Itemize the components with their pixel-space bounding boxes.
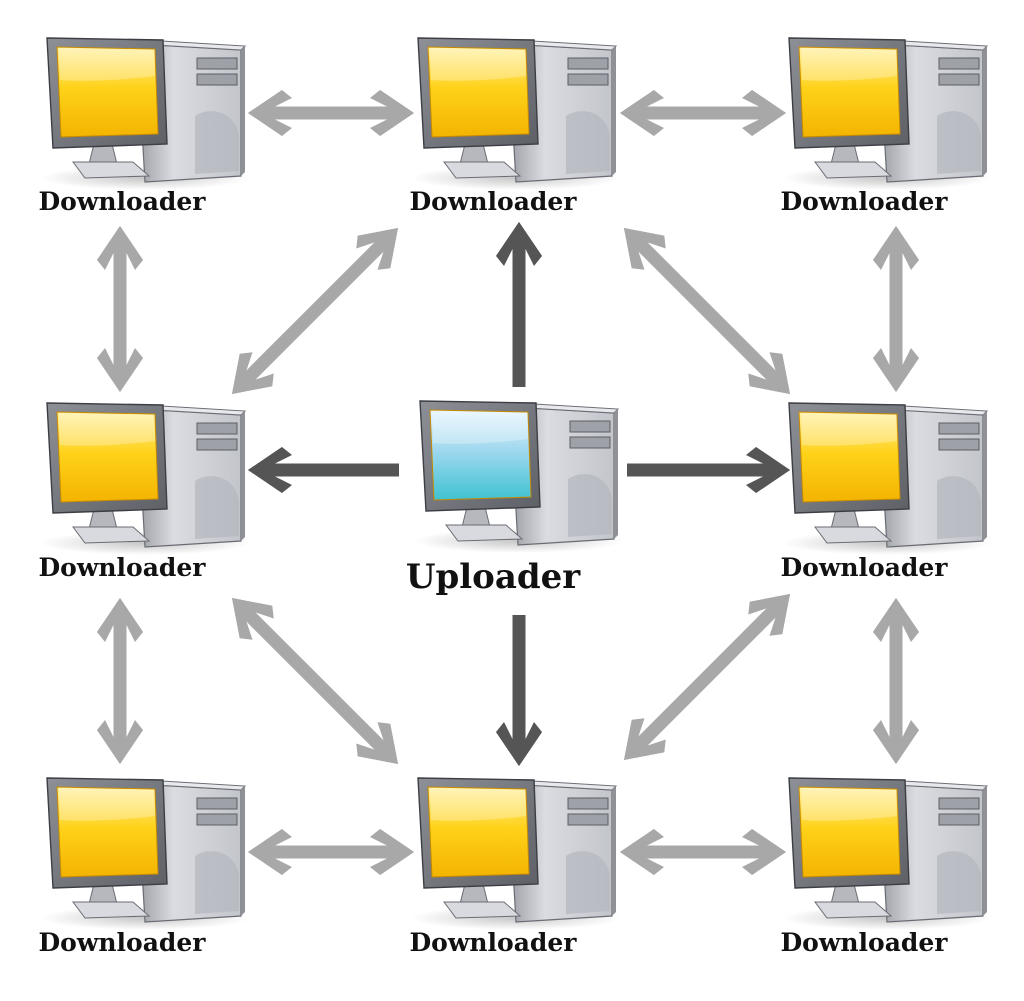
peer-arrow-d-bottom-left-to-d-bottom-center xyxy=(248,829,414,875)
downloader-node-d-bottom-right: Downloader xyxy=(781,777,992,957)
arrow-head xyxy=(496,222,542,266)
downloader-label: Downloader xyxy=(781,187,949,216)
peer-arrow-d-top-left-to-d-mid-left xyxy=(97,226,143,392)
upload-arrow-uploader-to-d-mid-right xyxy=(627,447,790,493)
connections xyxy=(97,90,919,875)
peer-arrow-d-mid-right-to-d-bottom-center xyxy=(624,594,790,760)
arrow-shaft xyxy=(645,845,761,859)
downloader-node-d-top-center: Downloader xyxy=(410,37,621,216)
peer-arrow-d-top-center-to-d-mid-left xyxy=(232,228,398,394)
upload-arrow-uploader-to-d-mid-left xyxy=(248,447,399,493)
downloader-label: Downloader xyxy=(781,553,949,582)
arrow-head xyxy=(370,90,414,136)
arrow-head xyxy=(873,226,919,270)
peer-arrow-d-top-right-to-d-mid-right xyxy=(873,226,919,392)
arrow-head xyxy=(232,352,274,394)
computer-icon xyxy=(40,777,250,930)
downloader-node-d-top-left: Downloader xyxy=(39,37,250,216)
arrow-head xyxy=(746,447,790,493)
arrow-head xyxy=(624,718,666,760)
arrow-shaft xyxy=(273,463,399,477)
peer-arrow-d-mid-left-to-d-bottom-left xyxy=(97,598,143,764)
computer-icon xyxy=(40,402,250,555)
arrow-head xyxy=(97,720,143,764)
downloader-label: Downloader xyxy=(410,928,578,957)
arrow-head xyxy=(742,90,786,136)
arrow-head xyxy=(356,228,398,270)
downloader-label: Downloader xyxy=(39,553,207,582)
arrow-head xyxy=(496,722,542,766)
arrow-head xyxy=(248,829,292,875)
arrow-shaft xyxy=(113,251,127,367)
peer-arrow-d-top-center-to-d-mid-right xyxy=(624,228,790,394)
computer-icon xyxy=(413,400,623,553)
arrow-shaft xyxy=(245,241,385,381)
uploader-label: Uploader xyxy=(406,557,581,597)
arrow-head xyxy=(232,598,274,640)
arrow-shaft xyxy=(273,845,389,859)
arrow-head xyxy=(620,829,664,875)
computer-icon xyxy=(782,777,992,930)
arrow-shaft xyxy=(889,251,903,367)
upload-arrow-uploader-to-d-bottom-center xyxy=(496,615,542,766)
arrow-shaft xyxy=(889,623,903,739)
arrow-shaft xyxy=(512,247,526,387)
arrow-shaft xyxy=(637,607,777,747)
arrow-head xyxy=(248,90,292,136)
downloader-label: Downloader xyxy=(39,928,207,957)
computer-icon xyxy=(782,402,992,555)
arrow-head xyxy=(742,829,786,875)
computer-icon xyxy=(40,37,250,190)
arrow-head xyxy=(873,720,919,764)
arrow-head xyxy=(248,447,292,493)
arrow-shaft xyxy=(113,623,127,739)
arrow-head xyxy=(370,829,414,875)
arrow-shaft xyxy=(512,615,526,741)
downloader-node-d-bottom-left: Downloader xyxy=(39,777,250,957)
peer-arrow-d-mid-right-to-d-bottom-right xyxy=(873,598,919,764)
computer-icon xyxy=(782,37,992,190)
arrow-head xyxy=(873,348,919,392)
uploader-node: Uploader xyxy=(406,400,623,597)
peer-arrow-d-bottom-center-to-d-bottom-right xyxy=(620,829,786,875)
arrow-shaft xyxy=(273,106,389,120)
downloader-node-d-mid-left: Downloader xyxy=(39,402,250,582)
downloader-label: Downloader xyxy=(39,187,207,216)
arrow-head xyxy=(97,226,143,270)
arrow-head xyxy=(620,90,664,136)
downloader-node-d-top-right: Downloader xyxy=(781,37,992,216)
arrow-head xyxy=(624,228,666,270)
computer-icon xyxy=(411,37,621,190)
arrow-head xyxy=(748,352,790,394)
arrow-shaft xyxy=(637,241,777,381)
computer-icon xyxy=(411,777,621,930)
arrow-head xyxy=(356,722,398,764)
arrow-head xyxy=(873,598,919,642)
downloader-node-d-mid-right: Downloader xyxy=(781,402,992,582)
arrow-shaft xyxy=(627,463,765,477)
arrow-head xyxy=(97,598,143,642)
peer-arrow-d-top-left-to-d-top-center xyxy=(248,90,414,136)
arrow-shaft xyxy=(245,611,385,751)
downloader-label: Downloader xyxy=(781,928,949,957)
arrow-shaft xyxy=(645,106,761,120)
downloader-label: Downloader xyxy=(410,187,578,216)
arrow-head xyxy=(97,348,143,392)
upload-arrow-uploader-to-d-top-center xyxy=(496,222,542,387)
peer-arrow-d-top-center-to-d-top-right xyxy=(620,90,786,136)
arrow-head xyxy=(748,594,790,636)
downloader-node-d-bottom-center: Downloader xyxy=(410,777,621,957)
peer-arrow-d-mid-left-to-d-bottom-center xyxy=(232,598,398,764)
